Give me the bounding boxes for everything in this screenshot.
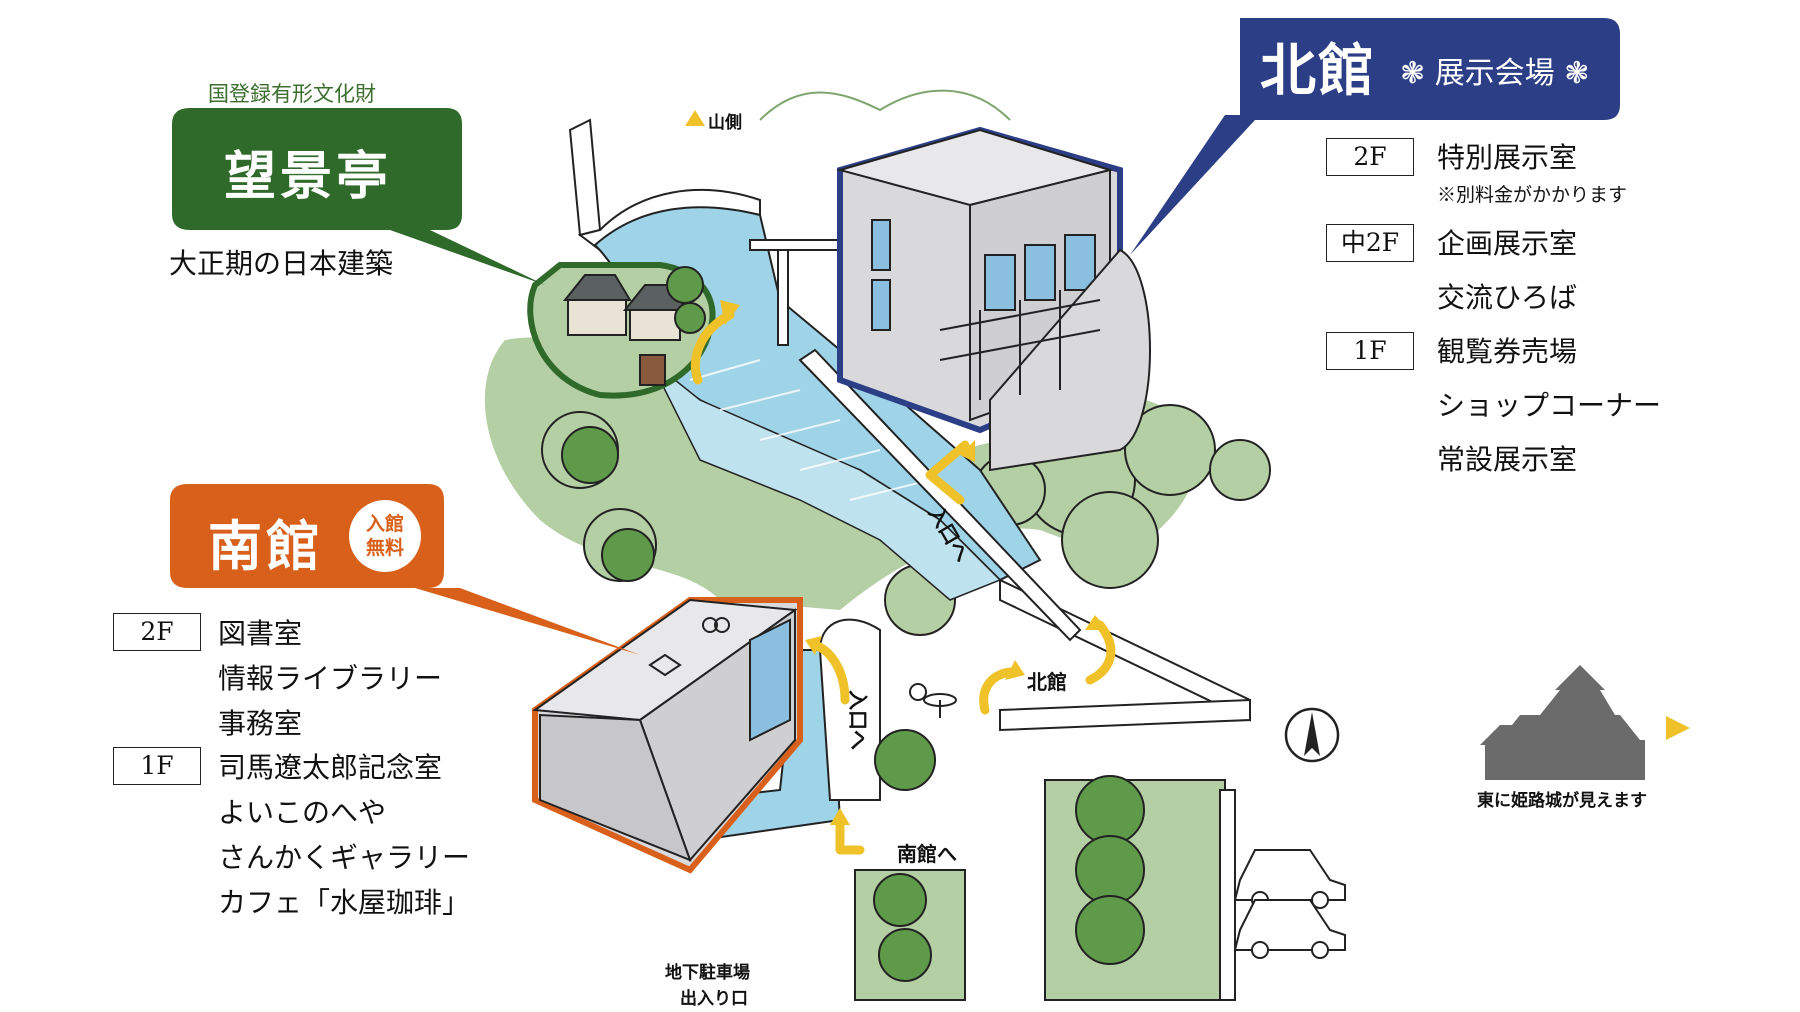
parking-label-line2: 出入り口: [680, 989, 748, 1009]
parking-cars: [1233, 849, 1346, 959]
south-title: 南館: [208, 514, 324, 578]
cafe-seating: [909, 683, 957, 718]
south-room: カフェ「水屋珈琲」: [218, 886, 471, 919]
south-building: [532, 597, 803, 874]
north-room: 交流ひろば: [1437, 281, 1578, 314]
north-room: ショップコーナー: [1437, 389, 1662, 422]
north-title: 北館: [1260, 38, 1376, 104]
north-room: 特別展示室: [1437, 141, 1578, 174]
compass-north-icon: [1284, 707, 1340, 763]
north-room: 観覧券売場: [1437, 335, 1578, 368]
bokeitei-garden: [527, 262, 716, 399]
south-floor-2f: 2F: [113, 613, 201, 651]
north-callout: [1130, 18, 1620, 255]
route-arrows: [690, 310, 1116, 855]
south-room: 図書室: [218, 617, 303, 650]
south-callout: [170, 484, 640, 655]
north-callout-label: 北館 ❃ 展示会場 ❃: [1222, 14, 1619, 120]
south-room: よいこのへや: [218, 796, 387, 829]
north-room: 常設展示室: [1437, 443, 1578, 476]
to-south-label: 南館へ: [897, 842, 957, 866]
castle-direction-arrow: [1666, 716, 1690, 740]
mountain-side-label: 山側: [708, 113, 742, 133]
trees: [873, 729, 1145, 982]
himeji-castle-icon: [1480, 665, 1645, 780]
mountain-icon: [685, 110, 705, 126]
bokeitei-title: 望景亭: [224, 146, 393, 207]
south-room: 事務室: [218, 707, 303, 740]
north-floor-m2f: 中2F: [1326, 224, 1414, 262]
south-floor-1f: 1F: [113, 747, 201, 785]
south-room: さんかくギャラリー: [218, 841, 471, 874]
bokeitei-description: 大正期の日本建築: [169, 247, 394, 280]
parking-label-line1: 地下駐車場: [665, 963, 750, 983]
free-admission-badge: 入館 無料: [349, 500, 421, 572]
south-room: 司馬遼太郎記念室: [218, 751, 443, 784]
to-north-label: 北館: [1027, 670, 1067, 694]
walkway: [749, 239, 1082, 642]
castle-view-label: 東に姫路城が見えます: [1477, 791, 1647, 811]
bokeitei-heritage-label: 国登録有形文化財: [208, 82, 376, 106]
bokeitei-callout: [172, 108, 545, 285]
north-floor-1f: 1F: [1326, 332, 1414, 370]
north-note: ※別料金がかかります: [1437, 184, 1628, 206]
route-arrowheads: [720, 300, 1108, 825]
north-subtitle: ❃ 展示会場 ❃: [1400, 56, 1590, 91]
entrance-vertical-label: 入口へ: [846, 690, 870, 750]
north-room: 企画展示室: [1437, 227, 1578, 260]
mountain-outline: [759, 89, 1011, 121]
north-building: [836, 126, 1151, 472]
decoration-icon: ❃: [1564, 56, 1590, 91]
south-room: 情報ライブラリー: [218, 662, 443, 695]
north-floor-2f: 2F: [1326, 138, 1414, 176]
decoration-icon: ❃: [1400, 56, 1426, 91]
